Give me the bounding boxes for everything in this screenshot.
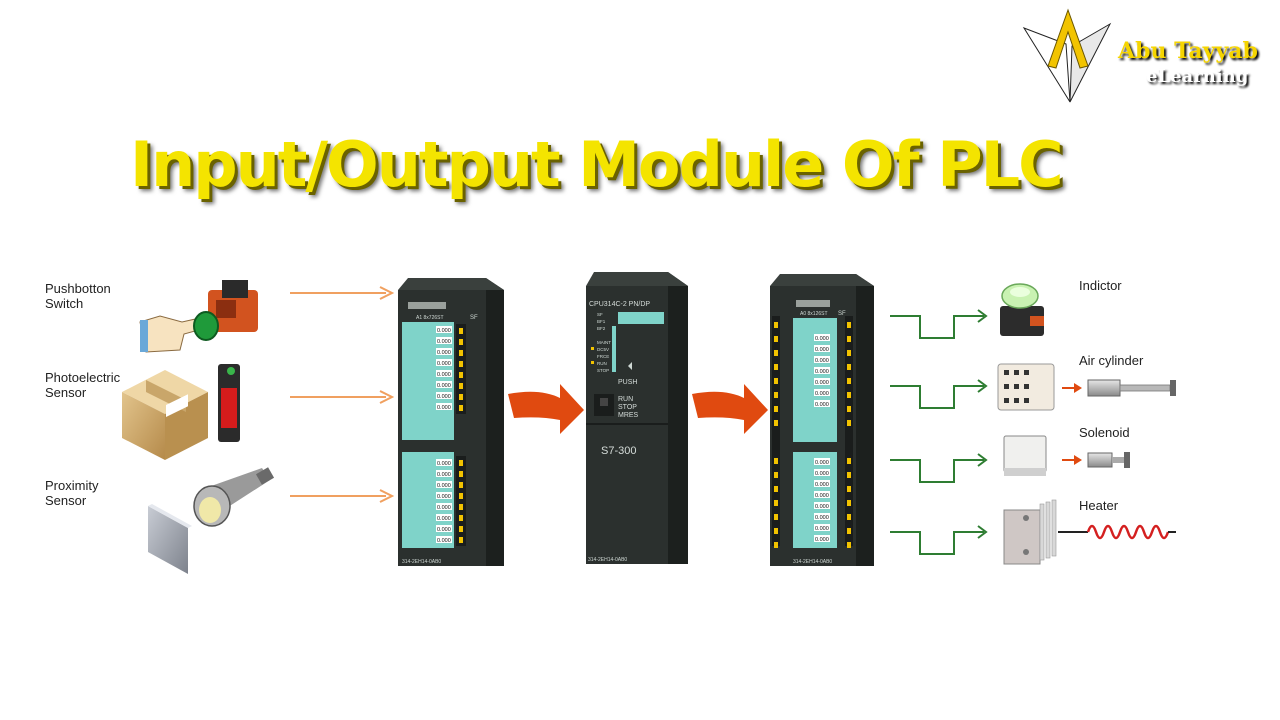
output-signal-3 [890,453,988,483]
svg-text:0.000: 0.000 [815,402,829,408]
svg-text:PUSH: PUSH [618,379,637,386]
output-signal-1 [890,309,988,339]
svg-text:0.000: 0.000 [815,537,829,543]
svg-text:STOP: STOP [597,368,609,373]
svg-text:0.000: 0.000 [437,394,451,400]
input-module: A1 8x726ST SF 0.000 0.000 0.000 0.000 0.… [398,278,504,566]
logo-emblem-icon [1022,8,1112,103]
flow-arrow-input-to-cpu [508,384,584,434]
indicator-lamp-icon [1000,283,1044,336]
svg-text:0.000: 0.000 [437,405,451,411]
svg-text:SF: SF [597,312,603,317]
output-label-solenoid: Solenoid [1079,425,1130,440]
svg-text:314-2EH14-0AB0: 314-2EH14-0AB0 [793,559,832,565]
cpu-module: CPU314C-2 PN/DP SF BF1 BF2 MAINT DC5V FR… [586,272,688,564]
input-arrow-3 [290,489,395,503]
svg-text:314-2EH14-0AB0: 314-2EH14-0AB0 [402,559,441,565]
svg-text:RUN: RUN [597,361,607,366]
pushbutton-switch-icon [139,280,258,353]
svg-text:0.000: 0.000 [815,493,829,499]
svg-text:0.000: 0.000 [437,472,451,478]
svg-text:0.000: 0.000 [815,347,829,353]
svg-text:0.000: 0.000 [815,482,829,488]
output-signal-2 [890,379,988,409]
svg-text:0.000: 0.000 [437,339,451,345]
page-title: Input/Output Module Of PLC [130,128,1064,201]
svg-text:0.000: 0.000 [815,369,829,375]
air-cylinder-icon [997,363,1176,411]
svg-text:0.000: 0.000 [437,350,451,356]
output-label-heater: Heater [1079,498,1119,513]
output-module-leds [774,322,851,548]
svg-text:0.000: 0.000 [815,391,829,397]
input-module-leds [459,328,463,543]
svg-text:BF2: BF2 [597,326,606,331]
solenoid-icon [1003,435,1130,476]
svg-text:0.000: 0.000 [815,336,829,342]
svg-text:RUN: RUN [618,396,633,403]
flow-arrow-cpu-to-output [692,384,768,434]
svg-text:0.000: 0.000 [815,515,829,521]
svg-text:S7-300: S7-300 [601,445,636,457]
svg-text:0.000: 0.000 [437,516,451,522]
svg-text:314-2EH14-0AB0: 314-2EH14-0AB0 [588,557,627,563]
svg-text:0.000: 0.000 [437,328,451,334]
svg-text:0.000: 0.000 [815,380,829,386]
svg-text:0.000: 0.000 [815,526,829,532]
svg-text:0.000: 0.000 [437,505,451,511]
svg-text:MRES: MRES [618,412,639,419]
logo-line2: eLearning [1146,66,1249,87]
svg-text:FRCE: FRCE [597,354,609,359]
svg-text:0.000: 0.000 [437,483,451,489]
output-signal-4 [890,525,988,555]
svg-text:0.000: 0.000 [437,361,451,367]
output-module: A0 8x126ST SF 0.000 0.000 0.000 0.000 0.… [770,274,874,566]
input-module-values: 0.000 0.000 0.000 0.000 0.000 0.000 0.00… [436,326,452,544]
svg-text:0.000: 0.000 [437,372,451,378]
photoelectric-sensor-icon [122,364,240,460]
heater-coil-icon [1003,499,1176,565]
logo-line1: Abu Tayyab [1118,38,1258,64]
svg-text:0.000: 0.000 [437,538,451,544]
svg-text:0.000: 0.000 [437,527,451,533]
svg-text:0.000: 0.000 [437,461,451,467]
svg-text:STOP: STOP [618,404,637,411]
svg-text:0.000: 0.000 [815,504,829,510]
svg-text:DC5V: DC5V [597,347,609,352]
svg-text:BF1: BF1 [597,319,606,324]
svg-text:0.000: 0.000 [815,460,829,466]
output-module-values: 0.000 0.000 0.000 0.000 0.000 0.000 0.00… [814,334,830,543]
svg-text:0.000: 0.000 [437,494,451,500]
svg-text:SF: SF [470,315,478,321]
input-arrow-1 [290,286,395,300]
svg-text:0.000: 0.000 [437,383,451,389]
output-label-indicator: Indictor [1079,278,1122,293]
output-label-air-cylinder: Air cylinder [1079,353,1144,368]
svg-text:A1 8x726ST: A1 8x726ST [416,315,444,321]
svg-text:MAINT: MAINT [597,340,611,345]
svg-text:A0 8x126ST: A0 8x126ST [800,311,828,317]
input-arrow-2 [290,390,395,404]
svg-text:0.000: 0.000 [815,471,829,477]
proximity-sensor-icon [148,467,275,574]
svg-text:0.000: 0.000 [815,358,829,364]
svg-text:SF: SF [838,311,846,317]
svg-text:CPU314C-2 PN/DP: CPU314C-2 PN/DP [589,301,650,308]
